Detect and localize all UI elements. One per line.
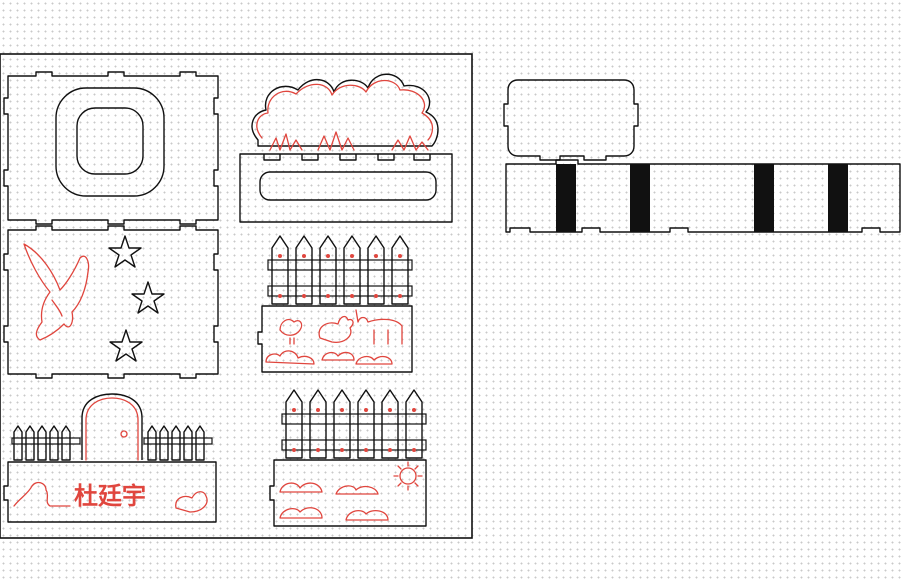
part-strip-with-slots[interactable]: [505, 159, 901, 233]
chicken-icon: [279, 318, 303, 345]
panel-fence-animals[interactable]: [257, 235, 413, 373]
part-lid-rounded[interactable]: [503, 79, 639, 161]
panel-name-outline: [3, 461, 217, 523]
panel-square-ring[interactable]: [3, 71, 219, 225]
sun-icon: [393, 461, 423, 491]
fence-icon: [267, 235, 413, 305]
material-sheet-border: [0, 53, 473, 539]
cloud-icon: [265, 350, 393, 365]
strip-slot-4: [828, 164, 848, 232]
star-icon: [131, 281, 165, 314]
part-strip-outline: [505, 159, 901, 233]
panel-name[interactable]: 杜廷宇: [3, 393, 217, 523]
door-frame: [81, 393, 143, 460]
panel-fence-sun[interactable]: [269, 389, 427, 527]
star-icon: [108, 235, 142, 268]
fence-icon: [11, 425, 213, 461]
fence-icon: [281, 389, 427, 459]
bush-icon-inner: [256, 79, 434, 141]
strip-slot-2: [630, 164, 650, 232]
panel-bush-outline: [239, 153, 453, 223]
eagle-icon: [23, 243, 90, 341]
panel-fence-animals-outline: [257, 305, 413, 373]
square-ring-inner: [76, 107, 144, 175]
door-knob: [120, 430, 128, 438]
rabbit-icon: [318, 315, 354, 343]
strip-slot-1: [556, 164, 576, 232]
panel-bush[interactable]: [239, 73, 453, 223]
panel-bush-slot: [259, 171, 437, 201]
panel-fence-sun-outline: [269, 459, 427, 527]
grass-tufts: [269, 131, 429, 151]
panel-bush-tabs: [263, 154, 431, 161]
bush-icon: [251, 73, 439, 147]
door-icon: [85, 397, 139, 461]
star-icon: [109, 329, 143, 362]
dog-icon: [13, 481, 71, 507]
panel-eagle-stars[interactable]: [3, 225, 219, 379]
square-ring-icon: [55, 87, 165, 197]
panel-square-ring-outline: [3, 71, 219, 225]
strip-slot-3: [754, 164, 774, 232]
panel-eagle-stars-outline: [3, 225, 219, 379]
part-lid-outline: [503, 79, 639, 161]
cloud-icon: [279, 482, 389, 521]
goat-icon: [355, 309, 403, 345]
cat-icon: [175, 491, 208, 513]
name-engraved-text: 杜廷宇: [74, 482, 146, 510]
